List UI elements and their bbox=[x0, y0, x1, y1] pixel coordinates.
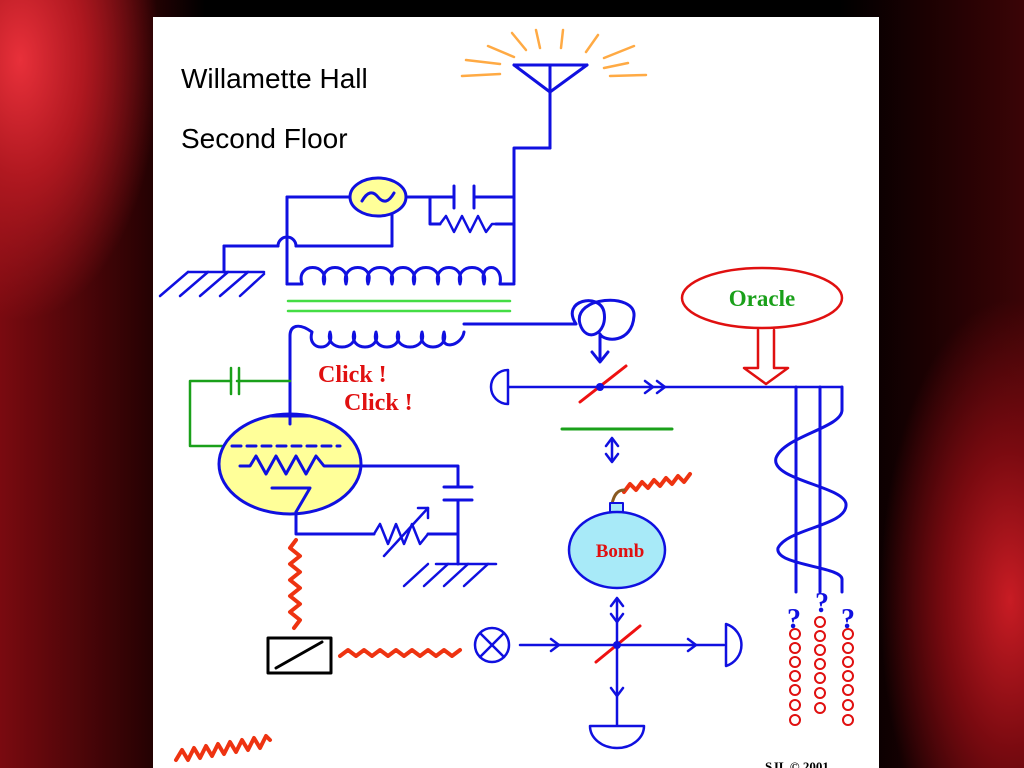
slide: Willamette Hall Second Floor bbox=[153, 17, 879, 768]
capacitor-icon bbox=[229, 366, 241, 396]
box-icon bbox=[266, 636, 333, 675]
resistor-icon bbox=[438, 214, 498, 234]
antenna-icon bbox=[460, 28, 648, 150]
transformer-icon bbox=[286, 299, 512, 313]
capacitor-icon bbox=[442, 485, 474, 502]
circuit-diagram: Click ! Click ! Oracle Bomb ? ? ? bbox=[158, 28, 855, 762]
bomb-label: Bomb bbox=[596, 541, 645, 562]
slide-title: Willamette Hall bbox=[181, 63, 368, 94]
bomb-icon bbox=[567, 502, 667, 590]
question-icon: ? bbox=[841, 604, 855, 635]
copyright-text: SJL © 2001 bbox=[765, 759, 829, 768]
beam-splitter-icon bbox=[594, 624, 642, 664]
click-label: Click ! bbox=[318, 362, 387, 388]
vacuum-tube-icon bbox=[217, 412, 363, 516]
ground-icon bbox=[402, 562, 498, 588]
lamp-icon bbox=[473, 626, 511, 664]
capacitor-icon bbox=[452, 184, 476, 210]
oracle-label: Oracle bbox=[729, 286, 795, 311]
slide-subtitle: Second Floor bbox=[181, 123, 348, 154]
question-icon: ? bbox=[815, 588, 829, 619]
detector-icon bbox=[588, 622, 743, 750]
click-label: Click ! bbox=[344, 390, 413, 416]
inductor-icon bbox=[299, 266, 502, 286]
beam-splitter-icon bbox=[578, 364, 628, 404]
question-icon: ? bbox=[787, 604, 801, 635]
ground-icon bbox=[158, 270, 266, 298]
variable-resistor-icon bbox=[372, 506, 430, 558]
detector-icon bbox=[489, 368, 510, 406]
ac-source-icon bbox=[348, 176, 408, 218]
